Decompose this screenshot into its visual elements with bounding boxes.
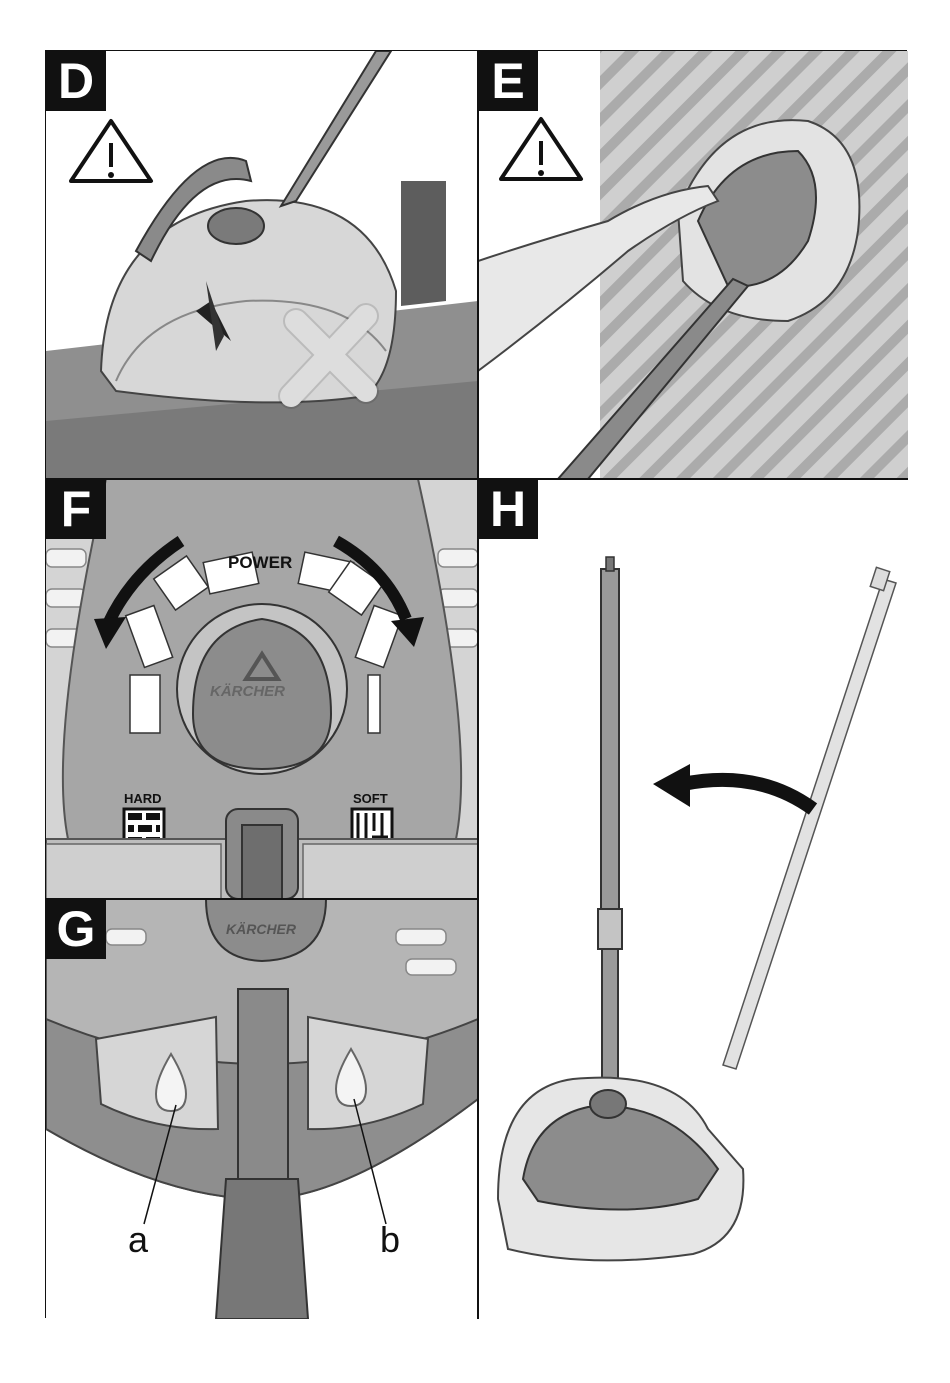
power-label: POWER [228,553,292,573]
panel-h: H [478,479,908,1319]
panel-d-drawing [46,51,478,479]
panel-d: D [46,51,478,479]
divider-top-row [46,478,908,480]
panel-f: F [46,479,478,899]
panel-h-letter: H [478,479,538,539]
panel-e-letter: E [478,51,538,111]
divider-vertical [477,51,479,1319]
panel-g-letter: G [46,899,106,959]
panel-f-letter: F [46,479,106,539]
callout-b: b [380,1219,400,1261]
soft-label: SOFT [353,791,388,806]
brand-logo: KÄRCHER [226,921,296,937]
hard-label: HARD [124,791,162,806]
callout-a: a [128,1219,148,1261]
illustration-sheet: D [45,50,907,1318]
panel-e: E [478,51,908,479]
divider-left-lower [46,898,478,900]
panel-d-letter: D [46,51,106,111]
brand-logo: KÄRCHER [210,683,285,700]
panel-h-drawing [478,479,908,1319]
panel-e-drawing [478,51,908,479]
panel-g: G [46,899,478,1319]
panel-g-drawing [46,899,478,1319]
